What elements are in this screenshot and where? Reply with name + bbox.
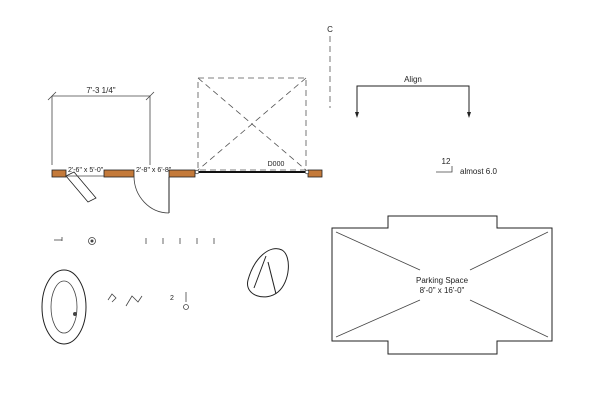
teardrop-fixture[interactable] — [247, 248, 289, 298]
door-1[interactable]: 2'-6" x 5'-0" — [65, 167, 104, 203]
slope-note: almost 6.0 — [460, 167, 497, 176]
fixture-circle-dot — [90, 239, 94, 243]
symbol-mark[interactable] — [125, 295, 143, 307]
parking-space[interactable]: Parking Space 8'-0" x 16'-0" — [331, 215, 553, 355]
wall-segments — [51, 169, 323, 178]
door-1-label: 2'-6" x 5'-0" — [68, 167, 104, 174]
opening-label: D000 — [268, 161, 285, 168]
slope-annotation[interactable]: 12 almost 6.0 — [436, 157, 497, 176]
wall-segment[interactable] — [307, 169, 323, 178]
align-marker[interactable]: Align — [355, 75, 471, 118]
centerline-symbol: C — [327, 25, 333, 34]
door-2[interactable]: 2'-8" x 6'-8" — [133, 167, 172, 214]
slope-value: 12 — [442, 157, 451, 166]
fixture-row — [54, 237, 215, 245]
dimension-label: 7'-3 1/4" — [86, 86, 115, 95]
parking-size: 8'-0" x 16'-0" — [420, 286, 465, 295]
fixture-circle[interactable] — [88, 237, 96, 245]
door-2-label: 2'-8" x 6'-8" — [136, 167, 172, 174]
wall-segment[interactable] — [51, 169, 67, 178]
symbol-mark[interactable] — [107, 293, 117, 303]
dimension-line[interactable]: 7'-3 1/4" — [47, 86, 155, 165]
level-marker: 2 — [170, 295, 174, 302]
parking-title: Parking Space — [416, 276, 469, 285]
small-symbols: 2 — [107, 292, 189, 310]
centerline-marker[interactable]: C — [327, 25, 333, 108]
door-2-swing-arc — [133, 175, 170, 214]
wall-segment[interactable] — [103, 169, 135, 178]
garage-opening[interactable]: D000 — [194, 77, 310, 175]
door-1-leaf — [65, 171, 97, 203]
align-label: Align — [404, 75, 422, 84]
symbol-circle[interactable] — [183, 304, 189, 310]
oval-tub[interactable] — [41, 269, 87, 345]
wall-segment[interactable] — [168, 169, 196, 178]
